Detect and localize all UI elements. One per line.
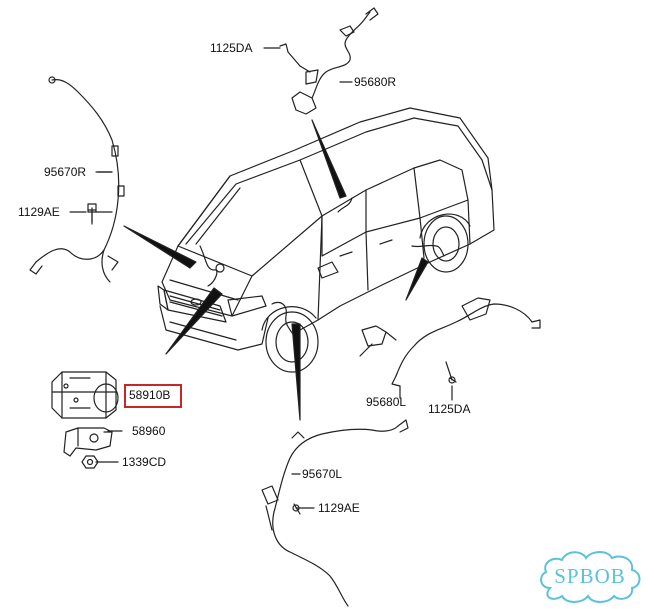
label-58960: 58960: [132, 424, 166, 438]
minivan-drawing: [157, 107, 495, 373]
sensor-95680r-drawing: [279, 7, 379, 115]
watermark-text: SPBOB: [554, 564, 626, 588]
label-1339cd: 1339CD: [122, 455, 167, 469]
label-1129ae-top: 1129AE: [18, 205, 60, 219]
bracket-drawing: [63, 427, 113, 457]
cable-95670l-drawing: [261, 419, 409, 607]
watermark-logo: SPBOB: [536, 548, 644, 604]
label-1125da-right: 1125DA: [428, 402, 471, 416]
sensor-95680l-drawing: [359, 297, 541, 387]
label-1129ae-bottom: 1129AE: [318, 501, 360, 515]
label-1125da-top: 1125DA: [210, 41, 253, 55]
label-95670l: 95670L: [302, 467, 343, 481]
label-95670r: 95670R: [44, 165, 87, 179]
label-95680r: 95680R: [354, 75, 397, 89]
cable-95670r-drawing: [29, 76, 125, 283]
cloud-icon: [540, 551, 641, 603]
abs-module-drawing: [51, 371, 119, 419]
label-95680l: 95680L: [366, 395, 407, 409]
label-58910b[interactable]: 58910B: [129, 388, 171, 402]
highlight-box: [124, 384, 182, 408]
nut-drawing: [81, 455, 99, 469]
